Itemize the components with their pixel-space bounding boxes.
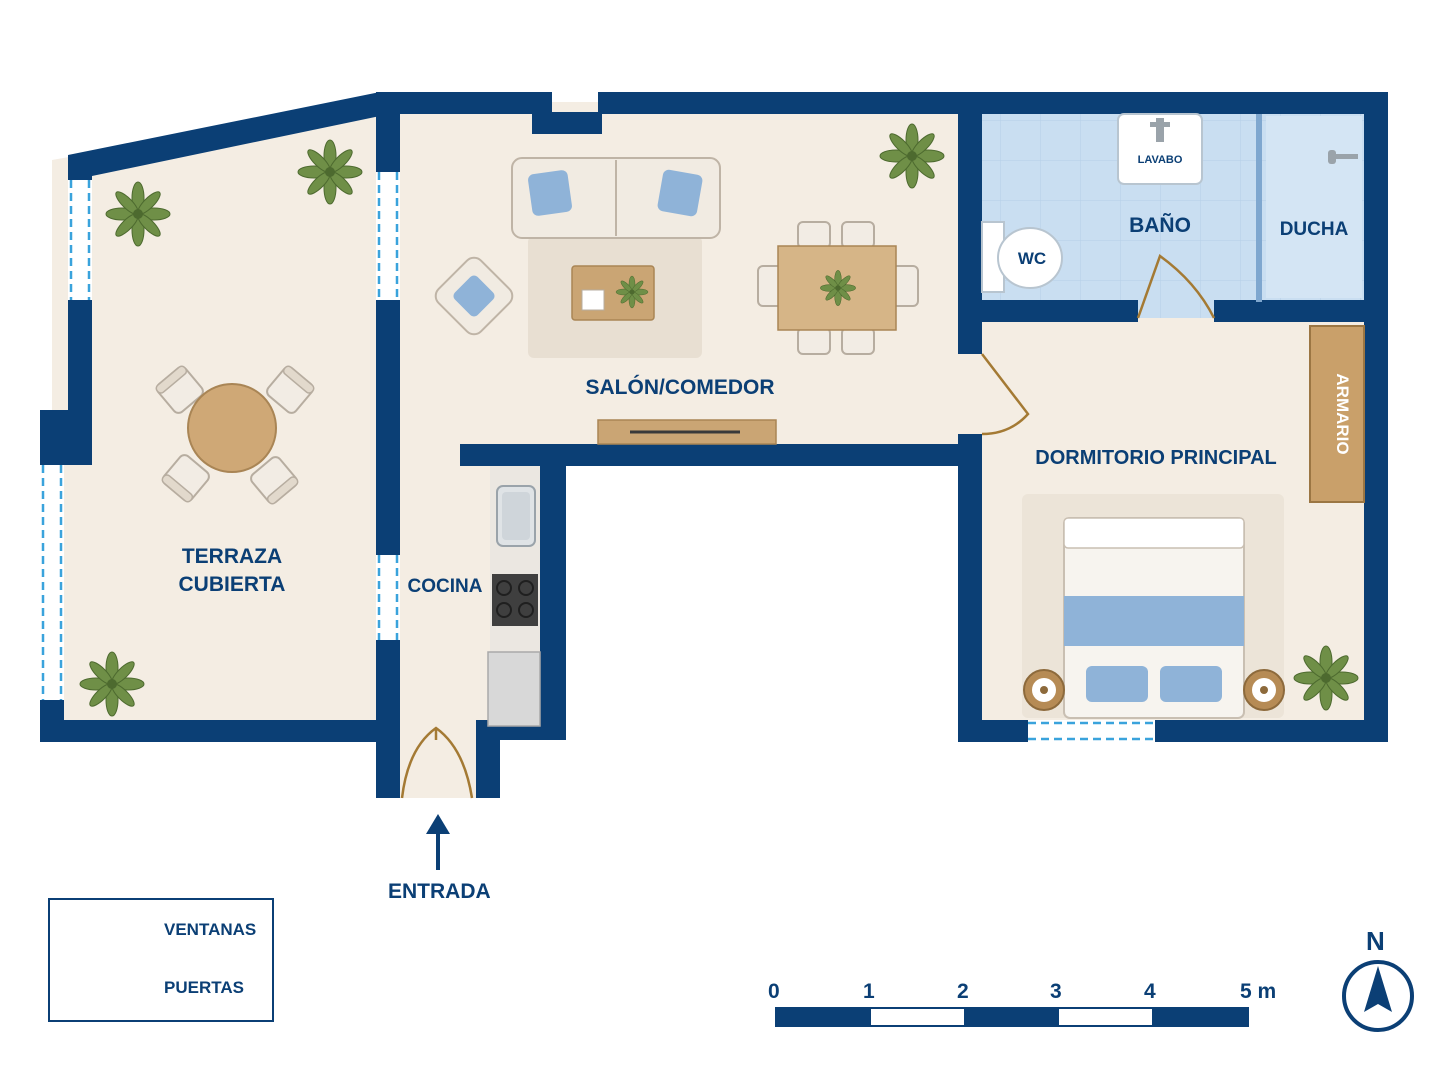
- doors: [400, 254, 1216, 799]
- label-cocina: COCINA: [408, 576, 483, 597]
- compass-icon: [1342, 960, 1414, 1032]
- kitchen-furniture: [487, 466, 541, 727]
- bedroom-furniture: [1022, 325, 1365, 719]
- windows: [40, 172, 1155, 742]
- label-armario: ARMARIO: [1333, 373, 1352, 454]
- terraza-furniture: [79, 139, 363, 717]
- walls: [40, 92, 1388, 798]
- bathroom-furniture: [981, 113, 1362, 298]
- label-bano: BAÑO: [1129, 214, 1191, 237]
- scale-label-2: 2: [957, 980, 969, 1003]
- legend-doors-label: PUERTAS: [164, 978, 244, 997]
- legend: VENTANAS PUERTAS: [48, 898, 274, 1022]
- entrance-arrow: [426, 814, 450, 870]
- scale-bar: [775, 1007, 1249, 1027]
- label-wc: WC: [1018, 249, 1046, 268]
- north-label: N: [1366, 926, 1385, 956]
- label-ducha: DUCHA: [1280, 219, 1349, 240]
- legend-windows-label: VENTANAS: [164, 920, 257, 939]
- label-dormitorio: DORMITORIO PRINCIPAL: [1035, 447, 1276, 469]
- scale-label-0: 0: [768, 980, 780, 1003]
- label-terraza-line2: CUBIERTA: [179, 573, 286, 596]
- label-terraza-line1: TERRAZA: [182, 545, 282, 568]
- label-salon: SALÓN/COMEDOR: [586, 375, 775, 399]
- scale-label-5: 5 m: [1240, 980, 1277, 1003]
- salon-furniture: [434, 123, 945, 445]
- scale-label-1: 1: [863, 980, 875, 1003]
- entrance-label: ENTRADA: [388, 880, 491, 903]
- scale-label-3: 3: [1050, 980, 1062, 1003]
- label-lavabo: LAVABO: [1138, 154, 1183, 166]
- scale-label-4: 4: [1144, 980, 1156, 1003]
